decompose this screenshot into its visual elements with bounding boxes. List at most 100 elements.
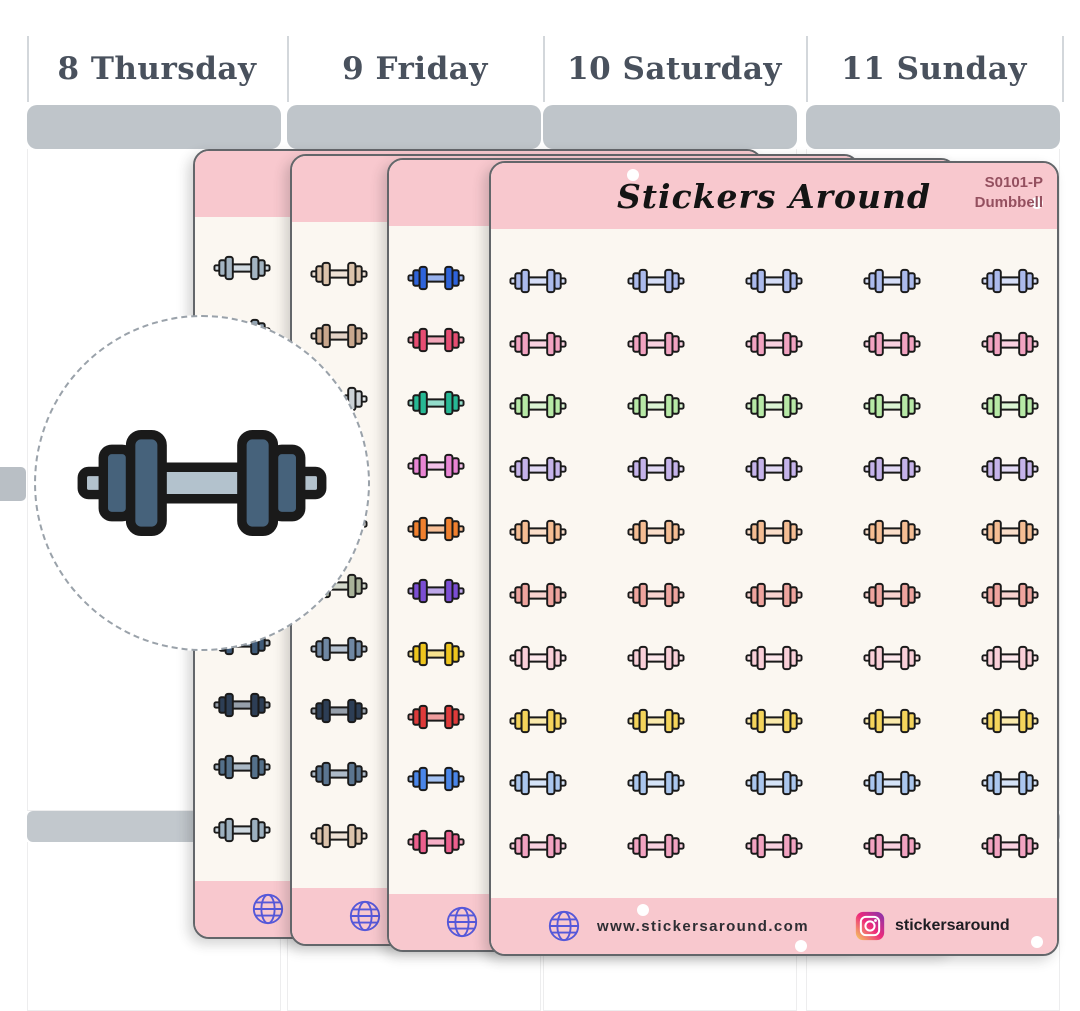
dumbbell-sticker bbox=[407, 514, 465, 544]
dumbbell-sticker bbox=[310, 759, 368, 789]
dumbbell-sticker bbox=[745, 517, 803, 547]
dumbbell-sticker bbox=[863, 706, 921, 736]
dumbbell-sticker bbox=[407, 764, 465, 794]
dumbbell-sticker bbox=[863, 391, 921, 421]
dumbbell-sticker bbox=[509, 266, 567, 296]
dumbbell-sticker bbox=[509, 643, 567, 673]
dumbbell-sticker bbox=[981, 643, 1039, 673]
globe-icon bbox=[446, 906, 478, 938]
sticker-sheet-front: Stickers Around S0101-P Dumbbell bbox=[489, 161, 1059, 956]
day-header-saturday: 10 Saturday bbox=[543, 36, 804, 102]
dumbbell-sticker bbox=[627, 643, 685, 673]
planner-column-header-bar bbox=[806, 105, 1060, 149]
globe-icon bbox=[548, 910, 580, 942]
dumbbell-sticker bbox=[310, 821, 368, 851]
day-label: 11 Sunday bbox=[841, 51, 1027, 87]
dumbbell-sticker bbox=[981, 580, 1039, 610]
dumbbell-sticker bbox=[981, 391, 1039, 421]
dumbbell-sticker bbox=[863, 454, 921, 484]
dumbbell-sticker bbox=[213, 253, 271, 283]
dumbbell-sticker bbox=[407, 702, 465, 732]
dumbbell-sticker bbox=[627, 391, 685, 421]
magnified-dumbbell-icon bbox=[76, 422, 328, 544]
instagram-handle: stickersaround bbox=[894, 917, 1010, 934]
planner-column-header-bar bbox=[27, 105, 281, 149]
sticker-grid bbox=[491, 229, 1057, 898]
dumbbell-sticker bbox=[407, 576, 465, 606]
dumbbell-sticker bbox=[863, 266, 921, 296]
dumbbell-sticker bbox=[310, 696, 368, 726]
planner-side-tab bbox=[0, 467, 26, 501]
dumbbell-sticker bbox=[509, 831, 567, 861]
dumbbell-sticker bbox=[863, 643, 921, 673]
punch-hole bbox=[1031, 936, 1043, 948]
sku-code: S0101-P bbox=[984, 174, 1043, 191]
sticker-row bbox=[509, 643, 1039, 673]
dumbbell-sticker bbox=[863, 329, 921, 359]
dumbbell-sticker bbox=[627, 768, 685, 798]
dumbbell-sticker bbox=[981, 329, 1039, 359]
instagram-icon bbox=[855, 911, 885, 941]
dumbbell-sticker bbox=[407, 325, 465, 355]
dumbbell-sticker bbox=[213, 690, 271, 720]
dumbbell-sticker bbox=[745, 706, 803, 736]
dumbbell-sticker bbox=[863, 831, 921, 861]
punch-hole bbox=[637, 904, 649, 916]
globe-icon bbox=[252, 893, 284, 925]
dumbbell-sticker bbox=[627, 329, 685, 359]
day-label: 8 Thursday bbox=[57, 51, 257, 87]
day-header-friday: 9 Friday bbox=[287, 36, 541, 102]
dumbbell-sticker bbox=[509, 454, 567, 484]
dumbbell-sticker bbox=[407, 263, 465, 293]
dumbbell-sticker bbox=[745, 768, 803, 798]
dumbbell-sticker bbox=[745, 266, 803, 296]
dumbbell-sticker bbox=[509, 706, 567, 736]
day-label: 10 Saturday bbox=[567, 51, 782, 87]
dumbbell-sticker bbox=[407, 827, 465, 857]
dumbbell-sticker bbox=[627, 706, 685, 736]
dumbbell-sticker bbox=[213, 815, 271, 845]
dumbbell-sticker bbox=[745, 643, 803, 673]
dumbbell-sticker bbox=[745, 391, 803, 421]
dumbbell-sticker bbox=[981, 706, 1039, 736]
dumbbell-sticker bbox=[863, 517, 921, 547]
punch-hole bbox=[1031, 197, 1043, 209]
sticker-row bbox=[509, 517, 1039, 547]
sticker-row bbox=[509, 329, 1039, 359]
dumbbell-sticker bbox=[509, 329, 567, 359]
dumbbell-sticker bbox=[509, 580, 567, 610]
dumbbell-sticker bbox=[407, 451, 465, 481]
punch-hole bbox=[627, 169, 639, 181]
dumbbell-sticker bbox=[310, 634, 368, 664]
dumbbell-sticker bbox=[981, 768, 1039, 798]
sticker-row bbox=[509, 266, 1039, 296]
website-text: www.stickersaround.com bbox=[597, 917, 809, 935]
dumbbell-sticker bbox=[981, 454, 1039, 484]
sticker-row bbox=[509, 768, 1039, 798]
dumbbell-sticker bbox=[745, 580, 803, 610]
sticker-row bbox=[509, 831, 1039, 861]
sticker-row bbox=[509, 706, 1039, 736]
dumbbell-sticker bbox=[509, 517, 567, 547]
sheet-footer: www.stickersaround.com stickersaround bbox=[491, 898, 1057, 954]
globe-icon bbox=[349, 900, 381, 932]
planner-column-header-bar bbox=[543, 105, 797, 149]
dumbbell-sticker bbox=[981, 517, 1039, 547]
dumbbell-sticker bbox=[213, 752, 271, 782]
dumbbell-sticker bbox=[745, 831, 803, 861]
sticker-row bbox=[509, 391, 1039, 421]
sticker-row bbox=[509, 580, 1039, 610]
sticker-row bbox=[509, 454, 1039, 484]
dumbbell-sticker bbox=[509, 768, 567, 798]
dumbbell-sticker bbox=[627, 454, 685, 484]
dumbbell-sticker bbox=[627, 580, 685, 610]
dumbbell-sticker bbox=[981, 266, 1039, 296]
product-name: Dumbbell bbox=[974, 194, 1043, 212]
day-column-divider bbox=[1062, 36, 1064, 102]
dumbbell-sticker bbox=[863, 580, 921, 610]
punch-hole bbox=[795, 940, 807, 952]
dumbbell-sticker bbox=[407, 388, 465, 418]
dumbbell-sticker bbox=[863, 768, 921, 798]
dumbbell-sticker bbox=[407, 639, 465, 669]
